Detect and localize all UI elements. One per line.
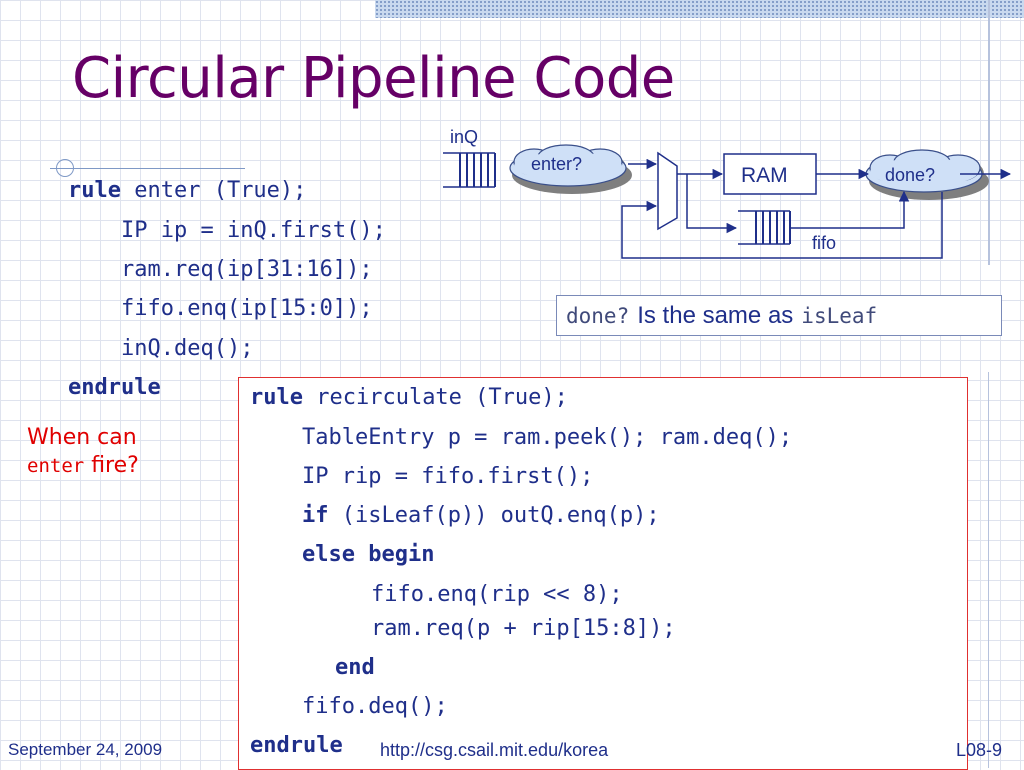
- note-done-code: done?: [566, 303, 630, 328]
- code-line: TableEntry p = ram.peek(); ram.deq();: [302, 425, 793, 450]
- footer-date: September 24, 2009: [8, 740, 163, 759]
- code-line: rule enter (True);: [68, 178, 306, 204]
- enter-cloud-shape: [509, 144, 632, 194]
- code-line: if (isLeaf(p)) outQ.enq(p);: [302, 503, 660, 529]
- question-fire-text: fire?: [84, 453, 139, 478]
- inq-fifo-shape: [443, 152, 496, 188]
- code-text: enter (True);: [120, 178, 307, 203]
- decor-vertical-line-bottom: [988, 372, 989, 768]
- code-line: fifo.enq(ip[15:0]);: [121, 296, 373, 321]
- inq-label: inQ: [450, 127, 478, 147]
- code-line: inQ.deq();: [121, 336, 254, 361]
- keyword: endrule: [68, 375, 161, 400]
- keyword: else begin: [302, 542, 435, 567]
- mux-shape: [657, 151, 678, 231]
- enter-cloud-label: enter?: [531, 154, 582, 174]
- keyword: end: [335, 655, 375, 680]
- fifo-label: fifo: [812, 233, 836, 253]
- code-line: IP ip = inQ.first();: [121, 218, 386, 243]
- code-line: fifo.enq(rip << 8);: [371, 582, 623, 607]
- done-cloud-label: done?: [885, 165, 935, 185]
- question-enter-code: enter: [27, 455, 85, 477]
- footer-slide-number: L08-9: [956, 740, 1003, 760]
- code-line: rule recirculate (True);: [250, 385, 568, 411]
- diagram-wires: [621, 158, 1012, 259]
- keyword: endrule: [250, 733, 343, 758]
- keyword: rule: [68, 178, 121, 203]
- slide-title: Circular Pipeline Code: [72, 46, 675, 111]
- code-line: fifo.deq();: [302, 694, 448, 719]
- keyword: if: [302, 503, 329, 528]
- recirculate-rule-box: [238, 377, 968, 770]
- question-line-2: enter fire?: [27, 452, 139, 480]
- code-text: (isLeaf(p)) outQ.enq(p);: [328, 503, 660, 528]
- keyword: rule: [250, 385, 303, 410]
- decor-vertical-line: [988, 0, 990, 265]
- code-line: ram.req(p + rip[15:8]);: [371, 616, 676, 641]
- note-isleaf-code: isLeaf: [801, 303, 878, 328]
- code-line: else begin: [302, 542, 434, 568]
- title-underline: [50, 168, 245, 169]
- code-line: ram.req(ip[31:16]);: [121, 257, 373, 282]
- decor-circle: [56, 159, 74, 177]
- note-box: done? Is the same as isLeaf: [556, 295, 1002, 336]
- enter-fire-question: When can enter fire?: [27, 424, 139, 480]
- footer-url[interactable]: http://csg.csail.mit.edu/korea: [380, 740, 609, 760]
- fifo-shape: [738, 210, 791, 245]
- question-line-1: When can: [27, 425, 137, 450]
- note-text: Is the same as: [637, 301, 794, 329]
- header-pattern-band: [375, 0, 1024, 18]
- code-text: recirculate (True);: [302, 385, 568, 410]
- code-line: endrule: [250, 733, 343, 759]
- done-cloud-shape: [865, 149, 989, 200]
- code-line: end: [335, 655, 375, 681]
- code-line: endrule: [68, 375, 161, 401]
- code-line: IP rip = fifo.first();: [302, 464, 594, 489]
- ram-label: RAM: [741, 164, 788, 187]
